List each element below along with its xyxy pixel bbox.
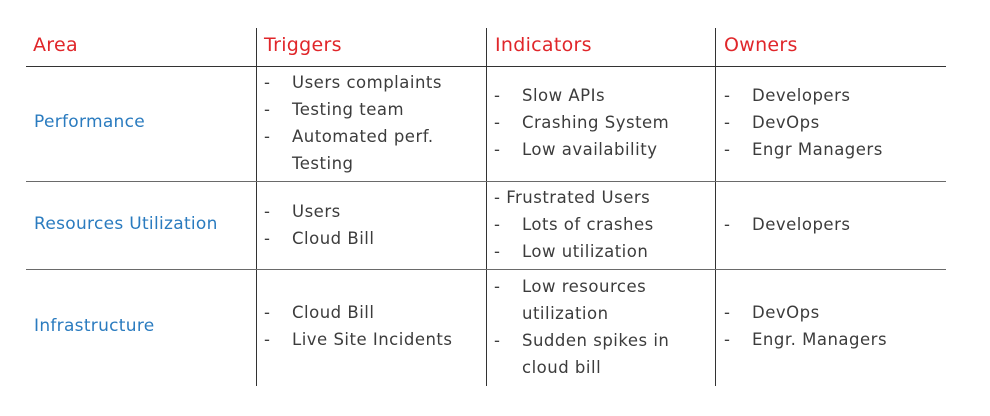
list-item: -Cloud Bill bbox=[264, 229, 375, 248]
list-item: -Low availability bbox=[494, 140, 658, 159]
row-divider bbox=[26, 269, 946, 270]
list-item: -Slow APIs bbox=[494, 86, 606, 105]
list-item: -DevOps bbox=[724, 113, 820, 132]
header-triggers: Triggers bbox=[264, 34, 342, 56]
row-divider bbox=[26, 66, 946, 67]
list-item: -Automated perf. bbox=[264, 127, 434, 146]
indicators-resources-utilization: - Frustrated Users -Lots of crashes -Low… bbox=[494, 184, 654, 265]
header-owners: Owners bbox=[724, 34, 798, 56]
list-item: -Testing team bbox=[264, 100, 405, 119]
list-item: -Crashing System bbox=[494, 113, 670, 132]
list-item: - Frustrated Users bbox=[494, 188, 651, 207]
list-item: cloud bill bbox=[522, 358, 602, 377]
list-item: -Users complaints bbox=[264, 73, 442, 92]
list-item: -Users bbox=[264, 202, 341, 221]
column-divider bbox=[486, 28, 487, 386]
list-item: Testing bbox=[292, 154, 354, 173]
list-item: utilization bbox=[522, 304, 609, 323]
row-divider bbox=[26, 181, 946, 182]
list-item: -Engr Managers bbox=[724, 140, 883, 159]
list-item: -Live Site Incidents bbox=[264, 330, 453, 349]
header-area: Area bbox=[33, 34, 78, 56]
indicators-performance: -Slow APIs -Crashing System -Low availab… bbox=[494, 82, 669, 163]
list-item: -Engr. Managers bbox=[724, 330, 888, 349]
list-item: -Cloud Bill bbox=[264, 303, 375, 322]
area-resources-utilization: Resources Utilization bbox=[34, 214, 218, 234]
column-divider bbox=[715, 28, 716, 386]
column-divider bbox=[256, 28, 257, 386]
owners-resources-utilization: -Developers bbox=[724, 211, 850, 238]
triggers-infrastructure: -Cloud Bill -Live Site Incidents bbox=[264, 299, 453, 353]
list-item: -Sudden spikes in bbox=[494, 331, 670, 350]
triggers-performance: -Users complaints -Testing team -Automat… bbox=[264, 69, 442, 177]
owners-performance: -Developers -DevOps -Engr Managers bbox=[724, 82, 883, 163]
list-item: -Low resources bbox=[494, 277, 647, 296]
list-item: -DevOps bbox=[724, 303, 820, 322]
header-indicators: Indicators bbox=[495, 34, 592, 56]
list-item: -Developers bbox=[724, 215, 851, 234]
list-item: -Low utilization bbox=[494, 242, 649, 261]
indicators-infrastructure: -Low resources utilization -Sudden spike… bbox=[494, 273, 669, 381]
triggers-resources-utilization: -Users -Cloud Bill bbox=[264, 198, 374, 252]
area-infrastructure: Infrastructure bbox=[34, 316, 155, 336]
list-item: -Developers bbox=[724, 86, 851, 105]
area-performance: Performance bbox=[34, 112, 146, 132]
owners-infrastructure: -DevOps -Engr. Managers bbox=[724, 299, 887, 353]
list-item: -Lots of crashes bbox=[494, 215, 654, 234]
